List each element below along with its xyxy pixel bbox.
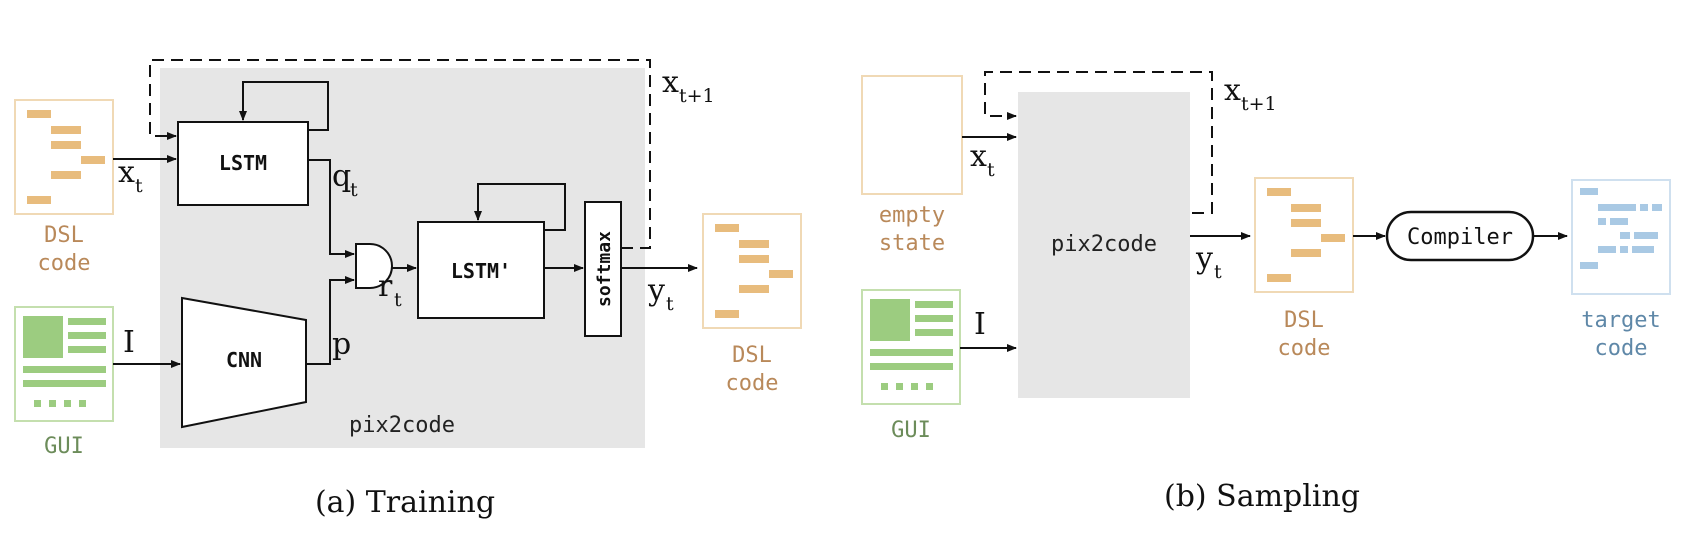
sampling-gui-label: GUI — [891, 418, 931, 443]
sampling-target-code-doc — [1571, 179, 1671, 295]
sampling-dsl-label-1: DSL — [1284, 308, 1324, 333]
sampling-sym-xt: x — [970, 139, 987, 174]
training-p-arrow — [306, 276, 355, 365]
training-feedback-dashed — [149, 59, 651, 249]
training-sym-xt-sub: t — [135, 175, 143, 197]
sampling-dsl-label-2: code — [1278, 336, 1331, 361]
training-sym-rt-sub: t — [394, 289, 402, 311]
training-caption: (a) Training — [315, 485, 495, 520]
training-lstm2-loop — [474, 183, 566, 231]
training-lstm-loop — [239, 81, 329, 131]
training-softmax-box — [584, 201, 622, 337]
sampling-target-label-2: code — [1595, 336, 1648, 361]
training-qt-arrow — [308, 159, 355, 258]
training-lstm-label: LSTM — [219, 151, 267, 175]
training-cnn-label: CNN — [226, 348, 262, 372]
sampling-sym-yt: y — [1195, 241, 1213, 276]
training-sym-I: I — [123, 325, 135, 360]
sampling-sym-yt-sub: t — [1214, 261, 1222, 283]
sampling-sym-I: I — [974, 307, 986, 342]
training-dsl-output-label-1: DSL — [732, 343, 772, 368]
sampling-caption: (b) Sampling — [1164, 479, 1360, 514]
sampling-sym-xnext-sub: t+1 — [1241, 93, 1277, 115]
sampling-gui-input — [861, 289, 961, 405]
training-softmax-label: softmax — [594, 231, 615, 307]
sampling-compiler-label: Compiler — [1407, 225, 1513, 250]
sampling-panel: empty state GUI pix2code x t+1 — [861, 71, 1671, 514]
training-sym-xt: x — [118, 155, 135, 190]
training-dsl-output-doc — [702, 213, 802, 329]
training-sym-yt-sub: t — [666, 293, 674, 315]
training-lstm2-box — [417, 221, 545, 319]
sampling-module-box — [1018, 92, 1190, 398]
training-sym-qt: q — [332, 159, 351, 194]
training-gui-label: GUI — [44, 434, 84, 459]
sampling-target-label-1: target — [1581, 308, 1660, 333]
training-sym-yt: y — [647, 273, 665, 308]
sampling-sym-xt-sub: t — [987, 159, 995, 181]
training-concat-gate — [355, 243, 393, 289]
training-gui-input — [14, 306, 114, 422]
training-sym-xnext-sub: t+1 — [679, 85, 715, 107]
training-cnn-block — [181, 296, 307, 429]
training-lstm-box — [177, 121, 309, 206]
sampling-module-label: pix2code — [1051, 232, 1157, 257]
training-sym-qt-sub: t — [350, 179, 358, 201]
sampling-sym-xnext: x — [1224, 73, 1241, 108]
sampling-dsl-doc — [1254, 177, 1354, 293]
training-sym-p: p — [332, 327, 351, 362]
sampling-empty-label-2: state — [879, 231, 945, 256]
sampling-empty-state-doc — [861, 75, 963, 195]
training-dsl-input-label-1: DSL — [44, 223, 84, 248]
sampling-feedback-dashed — [984, 71, 1213, 214]
training-dsl-output-label-2: code — [726, 371, 779, 396]
training-sym-rt: r — [378, 269, 393, 304]
training-dsl-input-doc — [14, 99, 114, 215]
training-dsl-input-label-2: code — [38, 251, 91, 276]
training-lstm2-label: LSTM' — [451, 259, 511, 283]
training-panel: DSL code GUI LSTM CNN LSTM' — [14, 59, 802, 520]
training-sym-xnext: x — [662, 65, 679, 100]
sampling-empty-label-1: empty — [879, 203, 945, 228]
training-module-label: pix2code — [349, 413, 455, 438]
